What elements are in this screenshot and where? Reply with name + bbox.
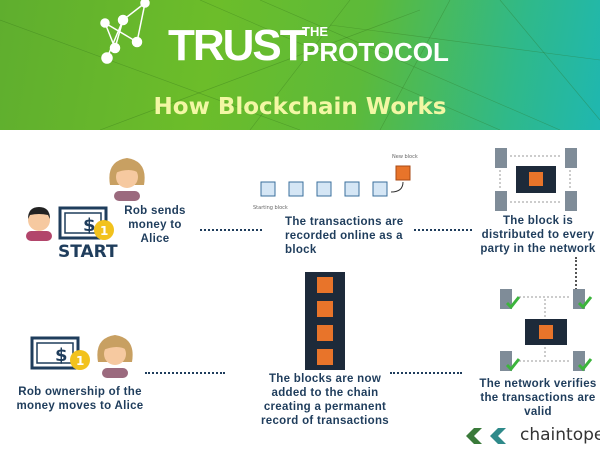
step4-caption: The network verifies the transactions ar… [479,378,597,418]
block-chain-icon [260,165,411,197]
connector [575,257,577,290]
logo-the: THE [302,24,328,39]
start-label: START [58,242,118,262]
page-title: How Blockchain Works [153,94,447,120]
svg-text:1: 1 [100,224,108,238]
step6-caption: Rob ownership of the money moves to Alic… [16,386,144,412]
svg-text:$: $ [83,215,96,236]
connector [414,229,472,231]
cash-icon: $ 1 [30,336,90,370]
connector [390,372,462,374]
connector [145,372,225,374]
svg-text:$: $ [55,345,68,366]
step1-caption: Rob sends money to Alice [124,205,186,245]
alice-avatar-icon [97,335,133,378]
network-background [0,0,600,130]
network-distribution-icon [495,148,577,211]
logo-protocol: PROTOCOL [302,37,449,67]
chaintope-logo-icon [466,428,506,444]
header-banner: TRUST THE PROTOCOL How Blockchain Works [0,0,600,130]
step2-caption: The transactions are recorded online as … [285,216,404,256]
step3-caption: The block is distributed to every party … [480,215,596,255]
starting-block-label: Starting block [253,205,288,211]
new-block-label: New block [392,154,418,160]
logo-trust: TRUST [168,21,307,70]
network-verify-icon [500,289,593,372]
chaintope-brand: chaintope [520,425,600,445]
svg-text:1: 1 [76,354,84,368]
block-stack-icon [305,272,345,370]
trust-logo-icon [100,0,150,64]
alice-avatar-icon [109,158,145,201]
rob-avatar-icon [26,207,52,241]
step5-caption: The blocks are now added to the chain cr… [260,373,390,427]
cash-icon: $ 1 [58,206,114,240]
connector [200,229,262,231]
